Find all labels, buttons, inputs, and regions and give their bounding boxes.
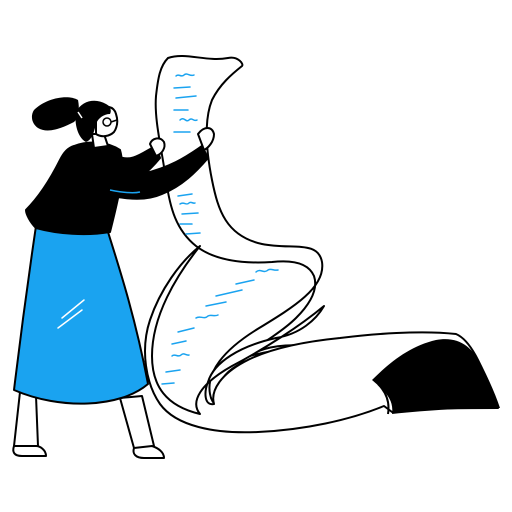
hair (75, 100, 111, 142)
hair-tie (77, 111, 83, 119)
hair-bun (31, 97, 79, 131)
right-shoe (132, 445, 165, 459)
left-shoe (12, 445, 47, 457)
sleeve-accent-line (109, 189, 141, 194)
scroll-handwriting (161, 73, 279, 385)
roll-black-fill (372, 339, 500, 414)
right-leg (119, 395, 155, 451)
scroll-roll-end (372, 339, 500, 415)
right-hand (197, 127, 215, 151)
woman-figure (12, 97, 215, 459)
skirt-fold-lines (57, 299, 85, 329)
roll-edge-curl (377, 383, 390, 415)
left-leg (13, 391, 39, 449)
left-hand (149, 137, 166, 157)
glasses-icon (102, 117, 118, 127)
hands (149, 127, 215, 157)
blue-skirt (13, 225, 149, 405)
shoes (12, 445, 165, 459)
black-jacket (25, 141, 124, 236)
front-arm (109, 145, 209, 200)
